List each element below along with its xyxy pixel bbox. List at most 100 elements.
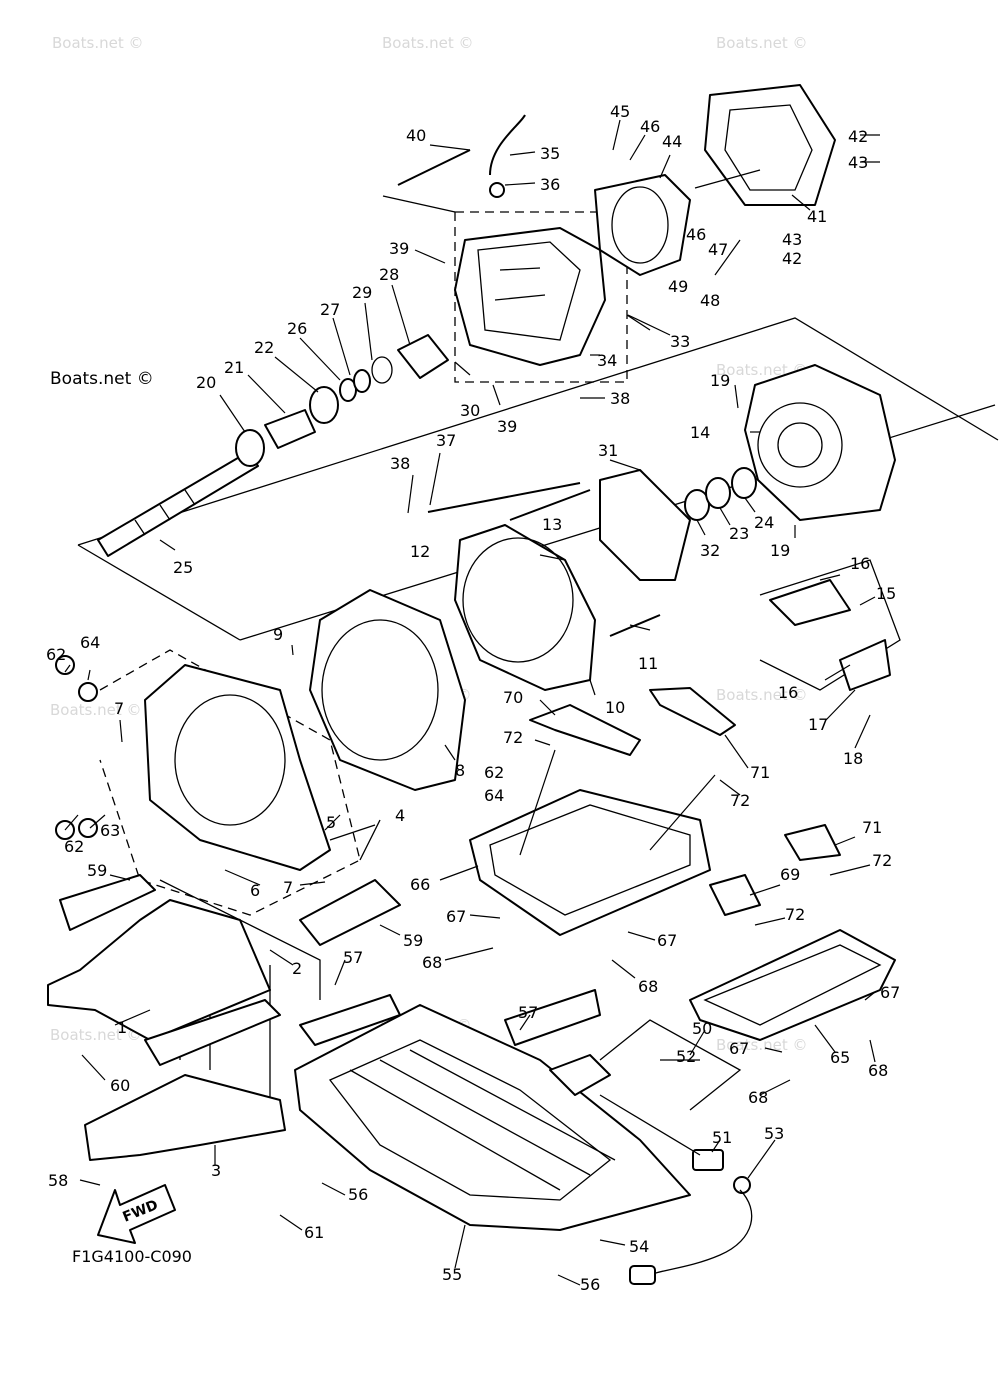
callout-69: 69	[780, 865, 800, 884]
callout-34: 34	[597, 351, 617, 370]
intake-grate	[294, 1004, 691, 1231]
callout-45: 45	[610, 102, 630, 121]
callout-72a: 72	[503, 728, 523, 747]
callout-16a: 16	[850, 554, 870, 573]
watermark-5: Boats.net ©	[50, 701, 142, 719]
callout-66: 66	[410, 875, 430, 894]
callout-27: 27	[320, 300, 340, 319]
callout-64b: 64	[484, 786, 504, 805]
callout-51: 51	[712, 1128, 732, 1147]
jet-pump-housing	[454, 84, 836, 366]
callout-labels: 1 2 3 4 5 6 7 7 8 9 10 11 12 13 14 15 16…	[46, 102, 900, 1294]
callout-5: 5	[326, 813, 336, 832]
callout-46a: 46	[640, 117, 660, 136]
leader-lines	[64, 119, 880, 1286]
callout-64a: 64	[80, 633, 100, 652]
callout-56a: 56	[348, 1185, 368, 1204]
callout-13: 13	[542, 515, 562, 534]
callout-68d: 68	[748, 1088, 768, 1107]
callout-50: 50	[692, 1019, 712, 1038]
watermark-2: Boats.net ©	[382, 34, 474, 52]
callout-42b: 42	[782, 249, 802, 268]
callout-60: 60	[110, 1076, 130, 1095]
callout-6: 6	[250, 881, 260, 900]
callout-67d: 67	[729, 1039, 749, 1058]
impeller-housing	[599, 364, 896, 581]
callout-67c: 67	[880, 983, 900, 1002]
callout-41: 41	[807, 207, 827, 226]
transom-plate	[55, 655, 331, 871]
callout-4: 4	[395, 806, 405, 825]
callout-15: 15	[876, 584, 896, 603]
callout-71a: 71	[750, 763, 770, 782]
callout-24: 24	[754, 513, 774, 532]
callout-12: 12	[410, 542, 430, 561]
callout-42a: 42	[848, 127, 868, 146]
bolts-and-rods	[397, 114, 661, 637]
callout-46b: 46	[686, 225, 706, 244]
callout-67a: 67	[446, 907, 466, 926]
callout-70: 70	[503, 688, 523, 707]
watermark-1: Boats.net ©	[52, 34, 144, 52]
callout-72c: 72	[872, 851, 892, 870]
mounts-and-brackets	[47, 874, 601, 1161]
callout-10: 10	[605, 698, 625, 717]
callout-18: 18	[843, 749, 863, 768]
callout-68b: 68	[638, 977, 658, 996]
callout-26: 26	[287, 319, 307, 338]
callout-16b: 16	[778, 683, 798, 702]
callout-68c: 68	[868, 1061, 888, 1080]
callout-1: 1	[117, 1018, 127, 1037]
callout-37: 37	[436, 431, 456, 450]
callout-44: 44	[662, 132, 682, 151]
callout-25: 25	[173, 558, 193, 577]
callout-17: 17	[808, 715, 828, 734]
callout-48: 48	[700, 291, 720, 310]
callout-40: 40	[406, 126, 426, 145]
callout-38b: 38	[390, 454, 410, 473]
callout-71b: 71	[862, 818, 882, 837]
callout-2: 2	[292, 959, 302, 978]
callout-47: 47	[708, 240, 728, 259]
callout-54: 54	[629, 1237, 649, 1256]
callout-52: 52	[676, 1047, 696, 1066]
callout-39a: 39	[389, 239, 409, 258]
callout-35: 35	[540, 144, 560, 163]
callout-31: 31	[598, 441, 618, 460]
intermediate-housings	[309, 524, 596, 791]
callout-62b: 62	[484, 763, 504, 782]
watermark-10: Boats.net ©	[716, 1036, 808, 1054]
callout-72d: 72	[785, 905, 805, 924]
speed-sensor	[549, 1054, 753, 1285]
callout-62c: 62	[64, 837, 84, 856]
callout-38a: 38	[610, 389, 630, 408]
callout-61: 61	[304, 1223, 324, 1242]
callout-59b: 59	[403, 931, 423, 950]
callout-19b: 19	[770, 541, 790, 560]
callout-14: 14	[690, 423, 710, 442]
callout-43b: 43	[782, 230, 802, 249]
callout-39b: 39	[497, 417, 517, 436]
callout-72b: 72	[730, 791, 750, 810]
callout-32: 32	[700, 541, 720, 560]
callout-3: 3	[211, 1161, 221, 1180]
callout-23: 23	[729, 524, 749, 543]
callout-22: 22	[254, 338, 274, 357]
callout-29: 29	[352, 283, 372, 302]
diagram-code: F1G4100-C090	[72, 1247, 192, 1266]
callout-56b: 56	[580, 1275, 600, 1294]
callout-65: 65	[830, 1048, 850, 1067]
callout-36: 36	[540, 175, 560, 194]
callout-57a: 57	[343, 948, 363, 967]
callout-53: 53	[764, 1124, 784, 1143]
brand-label: Boats.net ©	[50, 369, 154, 389]
callout-28: 28	[379, 265, 399, 284]
callout-8: 8	[455, 761, 465, 780]
callout-33: 33	[670, 332, 690, 351]
watermark-8: Boats.net ©	[50, 1026, 142, 1044]
callout-62a: 62	[46, 645, 66, 664]
callout-59a: 59	[87, 861, 107, 880]
callout-19a: 19	[710, 371, 730, 390]
